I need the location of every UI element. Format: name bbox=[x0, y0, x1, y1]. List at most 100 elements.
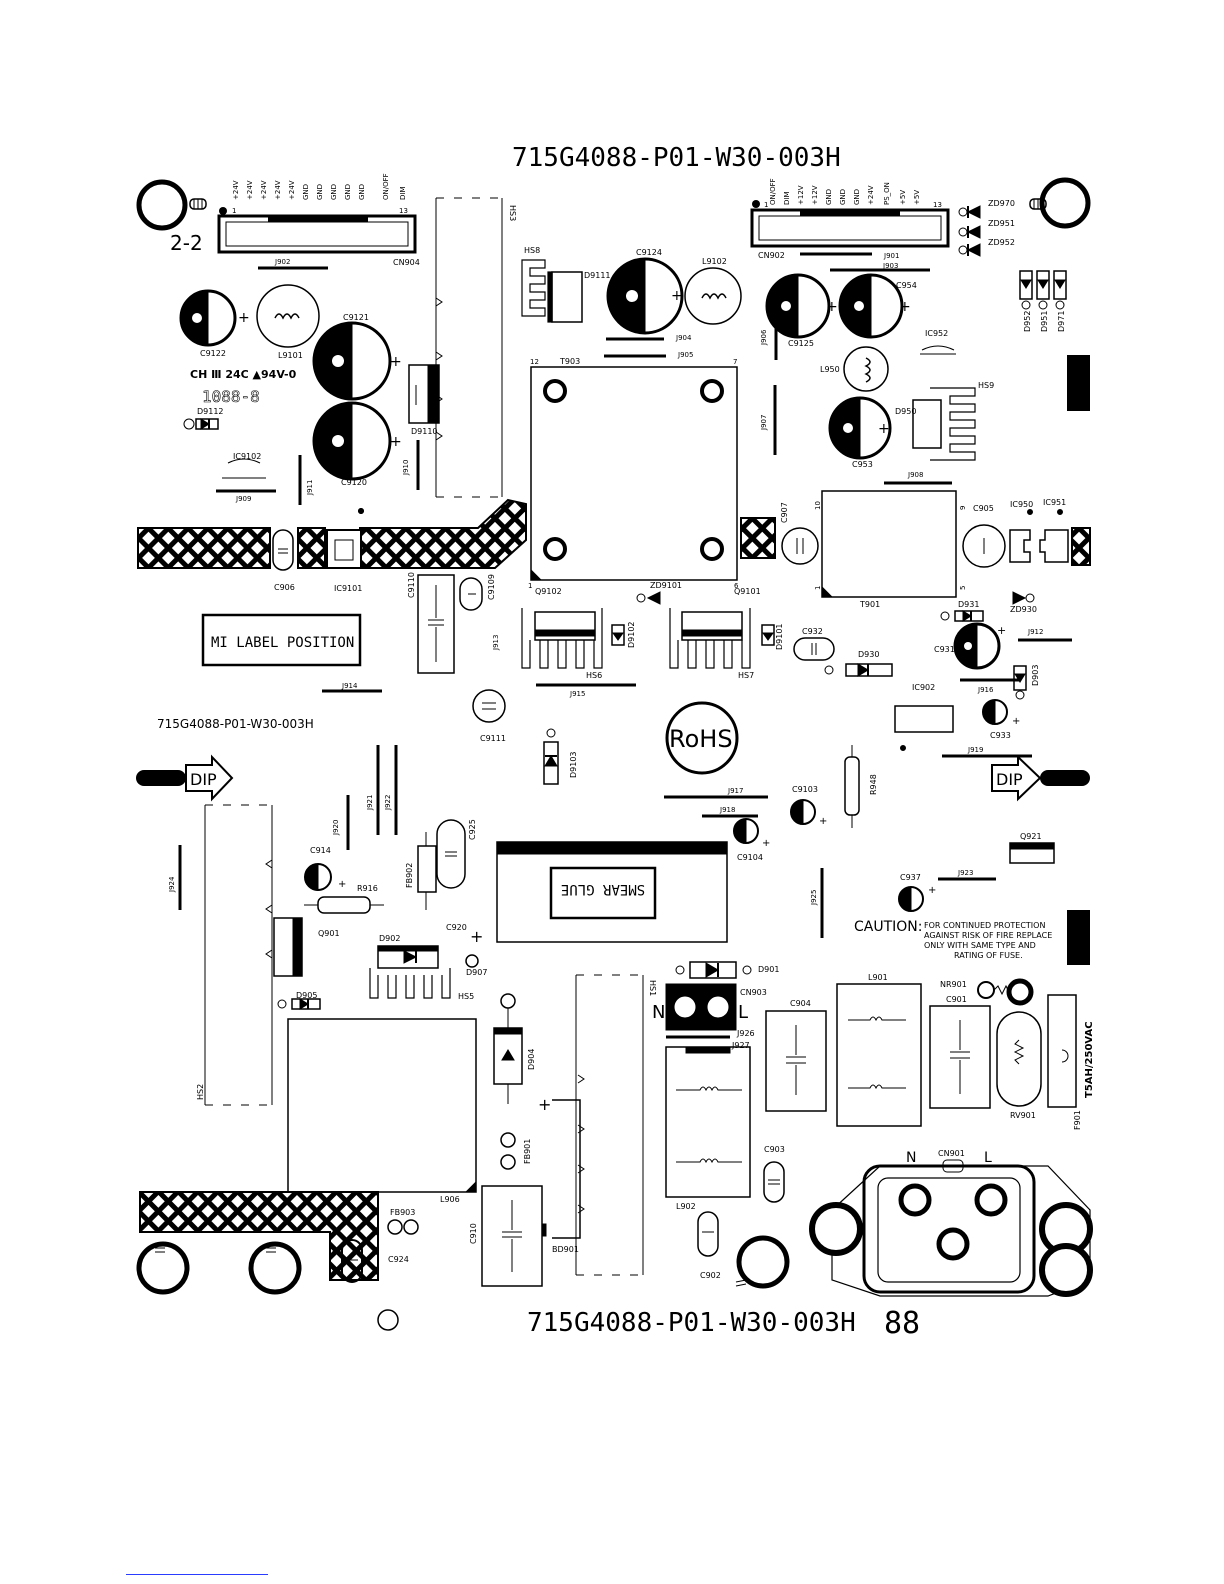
heatsink-hs1: HS1 bbox=[575, 974, 657, 1276]
ic952: IC952 bbox=[920, 329, 956, 355]
cn901-l: L bbox=[984, 1150, 992, 1166]
capacitor-c901: C901 bbox=[929, 995, 991, 1109]
pin-label: +24V bbox=[288, 180, 296, 200]
transistor-q921: Q921 bbox=[1009, 832, 1055, 864]
ref-label: IC902 bbox=[912, 683, 935, 692]
hatch-diagonal bbox=[359, 498, 527, 569]
ref-label: J901 bbox=[883, 252, 899, 260]
smear-glue-component: SMEAR GLUE bbox=[496, 841, 728, 943]
ref-label: C914 bbox=[310, 846, 331, 855]
caution-title: CAUTION: bbox=[854, 919, 923, 935]
inductor-l902: J927 L902 bbox=[665, 1041, 751, 1211]
ref-label: C901 bbox=[946, 995, 967, 1004]
ref-label: L9101 bbox=[278, 351, 303, 360]
connector-cn903: N L CN903 J926 bbox=[652, 983, 767, 1039]
side-mark: 2-2 bbox=[170, 231, 203, 255]
ferrite-fb902: FB902 bbox=[405, 832, 437, 910]
mounting-holes bbox=[136, 177, 1091, 1331]
svg-text:+: + bbox=[826, 299, 838, 315]
pcb-digits: 1088-8 bbox=[202, 387, 260, 406]
ref-label: T901 bbox=[859, 600, 880, 609]
resistor-r948: R948 bbox=[844, 745, 878, 828]
jumper-labels: J902 J901 J903 J904 J905 J906 J907 J908 … bbox=[168, 252, 1043, 906]
ref-label: D930 bbox=[858, 650, 879, 659]
ref-label: FB903 bbox=[390, 1208, 415, 1217]
ref-label: D931 bbox=[958, 600, 979, 609]
ic950: IC950 bbox=[1009, 500, 1033, 563]
heatsink-hs3: HS3 bbox=[435, 197, 517, 498]
ref-label: HS5 bbox=[458, 992, 474, 1001]
ref-label: C9125 bbox=[788, 339, 814, 348]
diode-d901: D901 bbox=[675, 961, 779, 979]
ref-label: D9101 bbox=[775, 623, 784, 650]
transformer-t901: T901 10 9 1 5 bbox=[814, 490, 967, 609]
transistor-q9102: Q9102 HS6 bbox=[521, 587, 603, 680]
ref-label: C9120 bbox=[341, 478, 367, 487]
diode-d971: D971 bbox=[1053, 270, 1067, 332]
ref-label: L902 bbox=[676, 1202, 696, 1211]
ref-label: D952 bbox=[1023, 311, 1032, 332]
capacitor-c902: C902 bbox=[697, 1211, 721, 1280]
fuse-f901: F901 T5AH/250VAC bbox=[1047, 994, 1095, 1130]
ref-label: L901 bbox=[868, 973, 888, 982]
ref-label: J919 bbox=[967, 746, 983, 754]
ref-label: J925 bbox=[810, 890, 818, 906]
caution-block: CAUTION: FOR CONTINUED PROTECTION AGAINS… bbox=[854, 919, 1052, 960]
ac-inlet-cn901: N L CN901 bbox=[809, 1149, 1093, 1297]
ref-label: C9109 bbox=[487, 574, 496, 600]
pin-label: GND bbox=[358, 184, 366, 200]
pin-label: +5V bbox=[913, 190, 921, 205]
solid-pads bbox=[1067, 355, 1090, 965]
diode-d9101: D9101 bbox=[761, 623, 784, 650]
ref-label: J917 bbox=[727, 787, 743, 795]
misc-marks bbox=[265, 297, 585, 1214]
heatsink-hs2: HS2 bbox=[196, 804, 273, 1106]
pin-number: 5 bbox=[959, 586, 967, 590]
capacitor-c906: C906 bbox=[272, 529, 295, 592]
capacitor-c9111: C9111 bbox=[472, 689, 506, 743]
ref-label: J923 bbox=[957, 869, 973, 877]
capacitor-c9104: C9104 + bbox=[733, 818, 770, 862]
zener-zd970: ZD970 bbox=[958, 199, 1015, 219]
ref-label: F901 bbox=[1073, 1110, 1082, 1130]
zener-diodes: ZD970 ZD951 ZD952 bbox=[958, 199, 1015, 257]
ref-label: ZD952 bbox=[988, 238, 1015, 247]
ref-label: IC952 bbox=[925, 329, 948, 338]
svg-text:+: + bbox=[997, 624, 1006, 637]
svg-text:+: + bbox=[238, 310, 250, 326]
svg-text:+: + bbox=[390, 354, 402, 370]
ref-label: J920 bbox=[332, 820, 340, 836]
ref-label: IC951 bbox=[1043, 498, 1066, 507]
diode-d904: D904 bbox=[493, 993, 536, 1104]
svg-text:+: + bbox=[470, 927, 483, 946]
bridge-bd901: + BD901 bbox=[538, 1095, 581, 1254]
capacitor-c9124: C9124 + bbox=[606, 248, 684, 335]
hatched-regions bbox=[137, 498, 1091, 1281]
ref-label: L950 bbox=[820, 365, 840, 374]
diode-d9103: D9103 bbox=[543, 728, 578, 785]
caution-line: ONLY WITH SAME TYPE AND bbox=[924, 941, 1036, 950]
ref-label: HS8 bbox=[524, 246, 540, 255]
mounting-hole bbox=[377, 1309, 399, 1331]
ic951: IC951 bbox=[1039, 498, 1069, 563]
ref-label: J910 bbox=[402, 460, 410, 476]
capacitor-c9121: C9121 + bbox=[312, 313, 402, 401]
zener-zd952: ZD952 bbox=[958, 238, 1015, 257]
ref-label: RV901 bbox=[1010, 1111, 1036, 1120]
ref-label: C9121 bbox=[343, 313, 369, 322]
ref-label: IC9102 bbox=[233, 452, 261, 461]
pin-label: +5V bbox=[899, 190, 907, 205]
diode-d905: D905 bbox=[277, 991, 321, 1010]
pin-label: GND bbox=[316, 184, 324, 200]
ref-label: J912 bbox=[1027, 628, 1043, 636]
ref-label: J902 bbox=[274, 258, 290, 266]
hatch-right-small bbox=[1071, 527, 1091, 566]
ref-label: C903 bbox=[764, 1145, 785, 1154]
pin-number: 12 bbox=[530, 358, 539, 366]
ref-label: HS1 bbox=[648, 980, 657, 996]
ref-label: T903 bbox=[559, 357, 580, 366]
top-part-number: 715G4088-P01-W30-003H bbox=[512, 143, 841, 173]
ref-label: J922 bbox=[384, 795, 392, 811]
svg-text:+: + bbox=[390, 434, 402, 450]
ref-label: C9111 bbox=[480, 734, 506, 743]
